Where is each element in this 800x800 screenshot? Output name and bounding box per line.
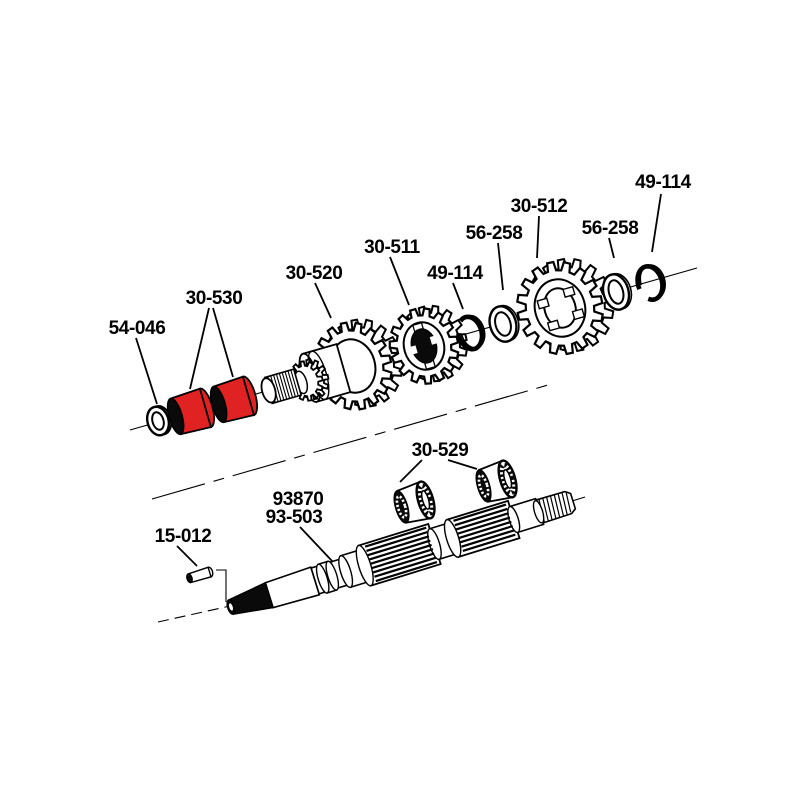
leader-15-012	[176, 545, 198, 567]
leader-54-046	[135, 337, 158, 405]
leader-49-114-right	[651, 193, 662, 253]
spacer-56-258-right	[601, 272, 633, 311]
gear-30-512-bore	[543, 287, 577, 329]
countershaft-gear-30-520	[260, 318, 404, 411]
leader-56-258-left	[497, 242, 504, 291]
gear-30-511-face-ring	[402, 321, 446, 371]
needle-bearing-30-529-right	[475, 459, 518, 503]
pin-reference-bracket	[216, 569, 227, 602]
label-49-114-right: 49-114	[635, 172, 692, 193]
leader-30-530-right	[212, 307, 234, 378]
label-56-258-left: 56-258	[466, 223, 523, 244]
label-30-520: 30-520	[286, 263, 343, 284]
leader-56-258-right	[608, 237, 615, 259]
shaft-taper	[264, 566, 321, 609]
label-54-046: 54-046	[109, 318, 166, 339]
shaft-end-face	[260, 377, 277, 404]
phantom-centerline	[151, 382, 556, 500]
gear-30-512-face-ring	[533, 278, 587, 338]
retaining-ring-49-114-right	[635, 263, 666, 302]
bushing-30-530-left	[166, 387, 216, 436]
bushing-30-530-right	[209, 375, 259, 424]
mainshaft-93-503	[226, 490, 577, 615]
needle-bearing-30-529-left	[393, 480, 436, 524]
pin-15-012	[186, 566, 214, 584]
leader-49-114-left	[452, 282, 464, 310]
label-30-529: 30-529	[412, 440, 469, 461]
label-30-512: 30-512	[511, 196, 568, 217]
leader-30-530-left	[189, 307, 210, 390]
shaft-tip-center-hole	[229, 603, 233, 611]
leader-30-511	[389, 256, 410, 306]
spacer-56-258-left	[488, 304, 520, 343]
gear-30-520-threaded-tip	[260, 368, 303, 405]
label-93870: 93870	[273, 489, 324, 510]
leader-lines	[135, 193, 662, 567]
lower-centerline-dashed	[157, 605, 231, 623]
leader-30-529-left	[399, 459, 423, 483]
retaining-ring-49-114-left	[456, 314, 486, 352]
leader-93-503	[299, 526, 334, 563]
leader-30-512	[536, 215, 540, 259]
gear-30-512	[516, 257, 615, 356]
gear-30-511	[388, 304, 468, 385]
label-56-258-right: 56-258	[582, 218, 639, 239]
label-49-114-left: 49-114	[427, 263, 484, 284]
label-15-012: 15-012	[155, 526, 212, 547]
leader-30-529-right	[447, 459, 478, 470]
label-93-503: 93-503	[266, 507, 323, 528]
label-30-511: 30-511	[364, 237, 421, 258]
leader-30-520	[314, 282, 332, 319]
label-30-530: 30-530	[186, 288, 243, 309]
